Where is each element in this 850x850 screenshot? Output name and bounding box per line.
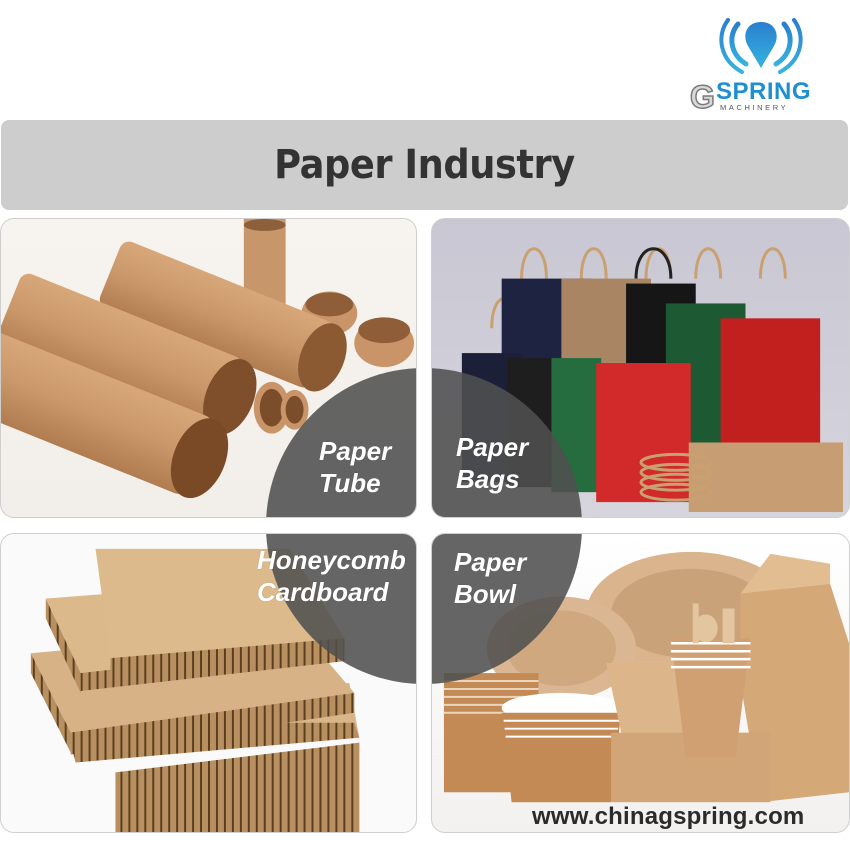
logo-letter-g: G [689, 79, 715, 115]
category-label-paper-tube[interactable]: Paper Tube [319, 436, 392, 498]
honeycomb-cardboard-image [30, 548, 360, 832]
panel-paper-tube[interactable]: Paper Tube [0, 218, 417, 518]
logo-wordmark: G SPRING MACHINERY [689, 78, 836, 115]
brand-logo: G SPRING MACHINERY [686, 18, 836, 116]
panel-paper-bowl[interactable]: Paper Bowl [431, 533, 850, 833]
website-url[interactable]: www.chinagspring.com [532, 803, 805, 830]
panel-honeycomb-cardboard[interactable]: Honeycomb Cardboard [0, 533, 417, 833]
category-label-paper-bowl[interactable]: Paper Bowl [454, 547, 527, 609]
logo-subname: MACHINERY [720, 103, 789, 112]
paper-tubes-image [1, 219, 415, 499]
paper-bowls-image [443, 551, 849, 803]
category-label-honeycomb-cardboard[interactable]: Honeycomb Cardboard [257, 545, 406, 607]
category-label-paper-bags[interactable]: Paper Bags [456, 432, 529, 494]
panel-paper-bags[interactable]: Paper Bags [431, 218, 850, 518]
water-drop-logo-icon [719, 18, 803, 74]
paper-bags-image [461, 247, 844, 513]
page-title: Paper Industry [274, 142, 575, 188]
header-bar: Paper Industry [1, 120, 848, 210]
logo-name: SPRING [716, 78, 812, 105]
